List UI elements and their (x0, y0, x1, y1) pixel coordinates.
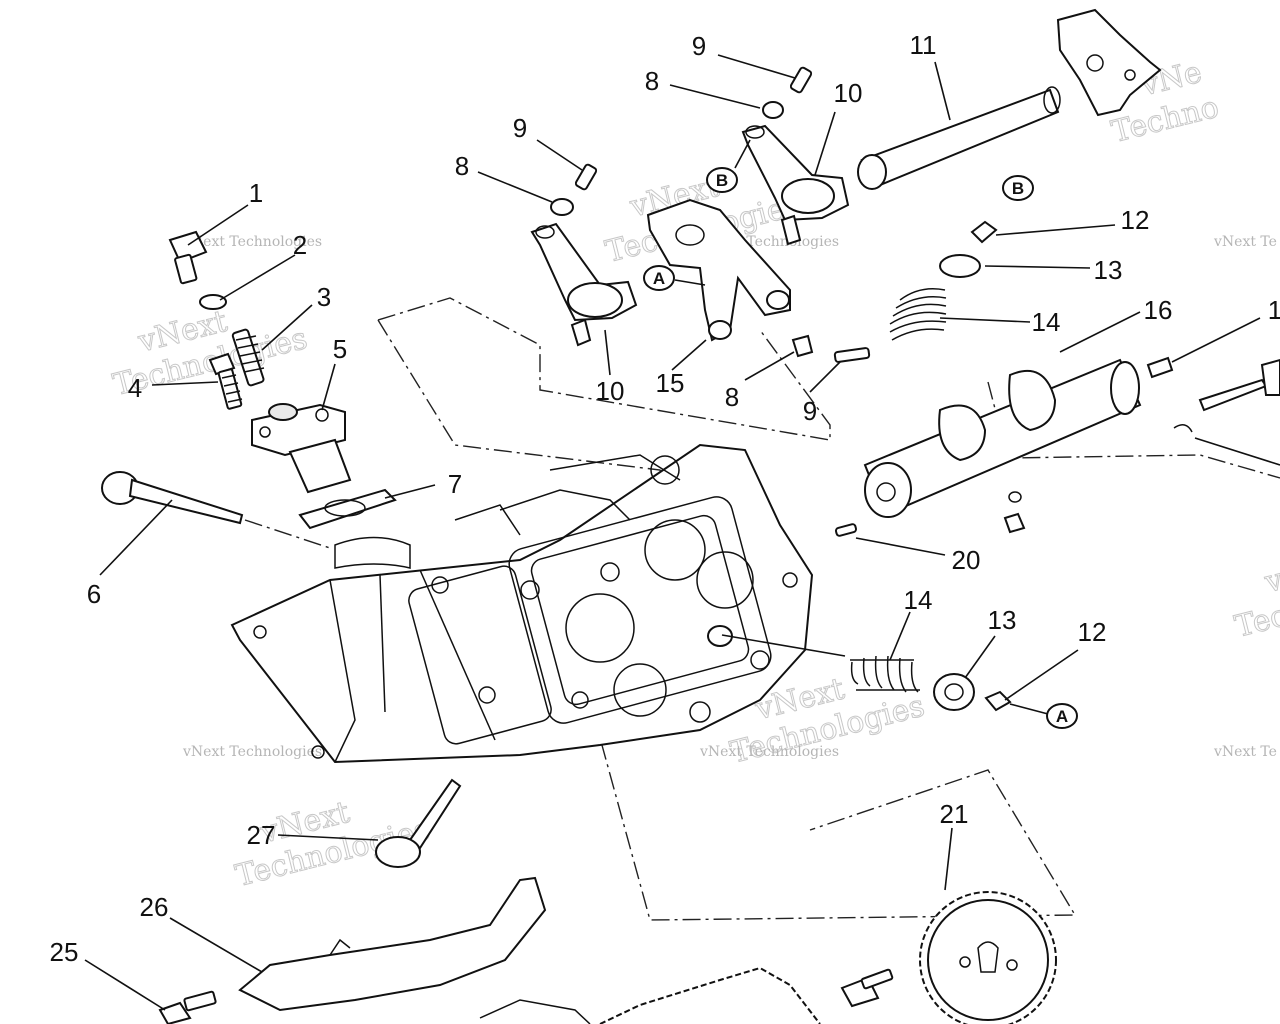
badge-a-low: A (1046, 703, 1078, 729)
callout-13: 13 (1094, 255, 1123, 285)
part-cover-edge (1260, 358, 1280, 396)
part-keeper-12 (970, 220, 998, 244)
part-bracket (1056, 8, 1162, 117)
part-valve-27 (375, 778, 462, 868)
part-washer-2 (199, 294, 227, 310)
badge-b-top: B (706, 167, 738, 193)
part-rocker-arm-right (741, 124, 850, 246)
badge-label: B (716, 171, 728, 190)
callout-8: 8 (455, 151, 469, 181)
part-clip (1173, 424, 1193, 433)
cylinder-head (230, 443, 814, 764)
part-camshaft-16 (863, 358, 1142, 534)
watermark-small: vNext Technologies (182, 744, 322, 760)
callout-2: 2 (293, 230, 307, 260)
callout-12: 12 (1078, 617, 1107, 647)
callout-9: 9 (803, 396, 817, 426)
badge-label: B (1012, 179, 1024, 198)
part-rod (1198, 378, 1268, 412)
part-tensioner-5 (251, 403, 352, 494)
callout-15: 15 (656, 368, 685, 398)
part-lower-housing (479, 999, 591, 1024)
part-stud-3 (231, 328, 265, 387)
callout-14: 14 (1032, 307, 1061, 337)
callout-5: 5 (333, 334, 347, 364)
part-adjuster-9 (833, 347, 871, 363)
watermark-small: vNext Te (1213, 744, 1277, 760)
callout-10: 10 (834, 78, 863, 108)
part-retainer-13-lower (933, 673, 975, 711)
part-adjuster-9 (574, 163, 598, 191)
callout-11: 11 (910, 30, 937, 60)
callout-10: 10 (596, 376, 625, 406)
part-valve-6 (101, 471, 244, 525)
part-bolt-1 (168, 230, 208, 285)
part-chain-guide-26 (238, 876, 547, 1012)
part-dowel-20 (834, 523, 858, 537)
callout-6: 6 (87, 579, 101, 609)
callout-14: 14 (904, 585, 933, 615)
callout-16: 16 (1144, 295, 1173, 325)
badge-a-mid: A (643, 265, 675, 291)
part-valve-spring-14-lower (850, 655, 920, 693)
part-rocker-shaft-11 (857, 86, 1061, 190)
callout-27: 27 (247, 820, 276, 850)
part-nut-8 (762, 101, 784, 119)
callout-8: 8 (645, 66, 659, 96)
watermark-small: vNext Te (1213, 234, 1277, 250)
callout-20: 20 (952, 545, 981, 575)
callout-4: 4 (128, 373, 142, 403)
badge-label: A (653, 269, 665, 288)
callout-21: 21 (940, 799, 969, 829)
leader-lines (84, 54, 1280, 1011)
part-pin (1146, 356, 1174, 379)
part-retainer-13 (939, 254, 981, 278)
watermark-text: vNe (1261, 551, 1280, 600)
callout-25: 25 (50, 937, 79, 967)
part-nut-8 (791, 334, 814, 358)
badge-label: A (1056, 707, 1068, 726)
callout-9: 9 (513, 113, 527, 143)
part-rocker-shaft-15 (646, 198, 791, 342)
part-rocker-arm-left (530, 222, 638, 347)
part-bolt-25 (158, 990, 217, 1024)
part-nut-8 (550, 198, 574, 216)
callout-12: 12 (1121, 205, 1150, 235)
callout-13: 13 (988, 605, 1017, 635)
part-adjuster-9 (789, 66, 813, 94)
part-cam-sprocket-21 (919, 891, 1057, 1024)
part-timing-chain (599, 966, 821, 1024)
callouts: 1 2 3 4 5 6 7 8 8 8 9 9 9 10 10 11 12 12… (50, 30, 1280, 967)
callout-1: 1 (249, 178, 263, 208)
callout-26: 26 (140, 892, 169, 922)
part-bolt-4 (208, 352, 243, 410)
watermark-small: vNext Technologies (182, 234, 322, 250)
callout-8: 8 (725, 382, 739, 412)
part-valve-spring-14 (889, 288, 947, 341)
part-sprocket-bolt (840, 968, 894, 1008)
callout-7: 7 (448, 469, 462, 499)
badge-b-right: B (1002, 175, 1034, 201)
callout-17-cut: 1 (1268, 295, 1280, 325)
part-keeper-12-lower (984, 690, 1012, 712)
watermark-small: vNext Technologies (699, 744, 839, 760)
callout-9: 9 (692, 31, 706, 61)
callout-3: 3 (317, 282, 331, 312)
part-gasket-7 (298, 488, 397, 530)
